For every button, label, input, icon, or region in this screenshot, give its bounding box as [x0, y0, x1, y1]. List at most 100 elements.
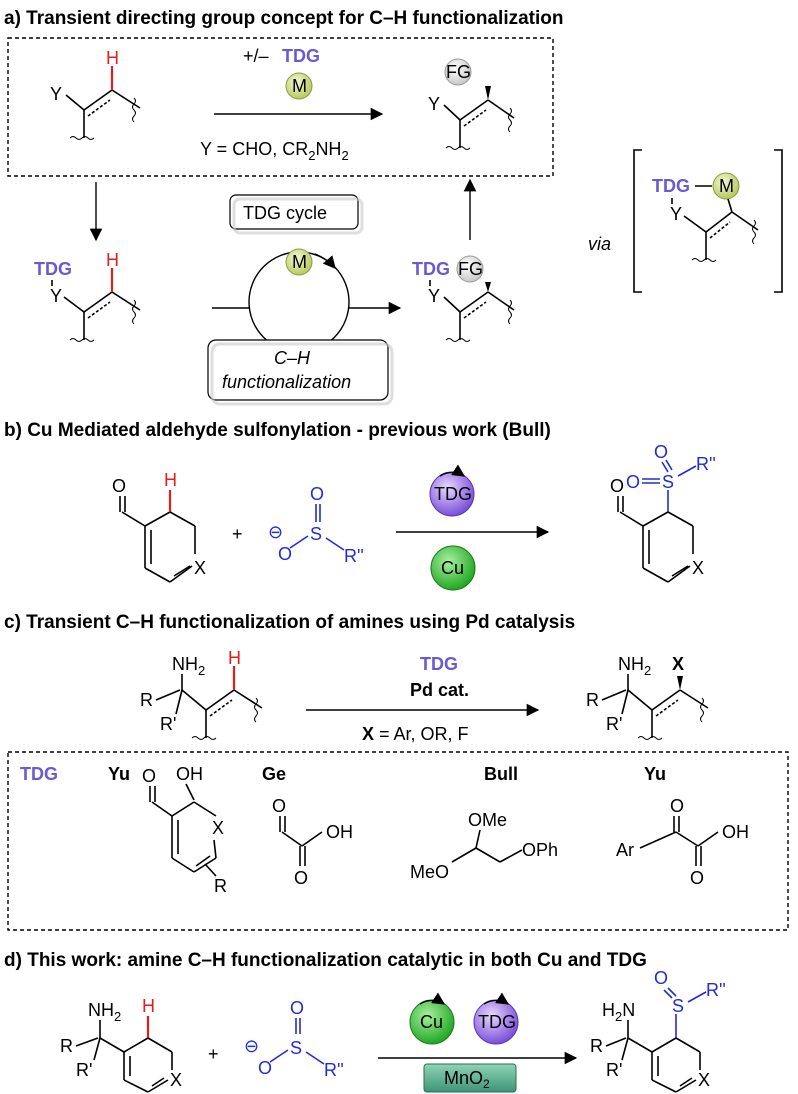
svg-text:O: O: [670, 796, 684, 816]
svg-text:R'': R'': [696, 454, 716, 474]
svg-text:C–H: C–H: [274, 348, 311, 368]
tdg-examples-box: [7, 751, 789, 931]
svg-text:R': R': [160, 714, 176, 734]
svg-text:OMe: OMe: [468, 810, 507, 830]
c-substrate: NH2 R R' H: [140, 648, 263, 740]
svg-text:R: R: [590, 1036, 603, 1056]
panel-a-dashed-box: [7, 37, 554, 177]
svg-text:S: S: [310, 524, 322, 544]
cycle-metal-ball-icon: [285, 248, 313, 276]
author-yu-2: Yu: [644, 764, 666, 784]
svg-text:H: H: [228, 648, 241, 668]
svg-text:H: H: [164, 470, 177, 490]
svg-text:X: X: [698, 1070, 710, 1090]
a-tdg-substrate: TDG Y H: [34, 250, 141, 342]
svg-text:O: O: [654, 442, 668, 462]
svg-text:R': R': [76, 1060, 92, 1080]
tdg-cycle-label: TDG cycle: [243, 203, 327, 223]
svg-text:H2N: H2N: [602, 1000, 635, 1024]
via-right-bracket: [774, 149, 783, 293]
svg-text:TDG: TDG: [282, 46, 320, 66]
d-sulfinate: O S O ⊖ R'': [244, 998, 344, 1080]
svg-text:X: X: [170, 1070, 182, 1090]
c-nh2: NH2: [172, 654, 205, 678]
svg-text:Ar: Ar: [616, 840, 634, 860]
svg-text:+: +: [232, 524, 243, 544]
svg-text:TDG: TDG: [412, 259, 450, 279]
tdg-salicylaldehyde: O OH X R: [142, 764, 227, 896]
via-left-bracket: [633, 149, 642, 293]
svg-text:TDG: TDG: [34, 259, 72, 279]
svg-text:Cu: Cu: [441, 558, 464, 578]
a-h-atom: H: [106, 48, 119, 68]
panel-b-header: b) Cu Mediated aldehyde sulfonylation - …: [4, 420, 551, 441]
a-substrate: Y H: [50, 48, 141, 140]
d-product: H2N R R' S O R'' X: [590, 968, 726, 1093]
c-x-definition: X = Ar, OR, F: [362, 724, 469, 744]
svg-text:R'': R'': [706, 980, 726, 1000]
svg-text:Y: Y: [428, 286, 440, 306]
svg-text:O: O: [278, 544, 292, 564]
svg-text:R: R: [60, 1036, 73, 1056]
svg-text:OPh: OPh: [522, 840, 558, 860]
tdg-glyoxylic-acid: O OH O: [272, 796, 353, 888]
svg-text:+/–: +/–: [243, 46, 269, 66]
svg-text:M: M: [292, 76, 307, 96]
svg-text:X: X: [212, 818, 224, 838]
svg-text:R': R': [606, 1060, 622, 1080]
svg-text:R: R: [586, 690, 599, 710]
d-amine-substrate: NH2 R R' H X: [60, 996, 182, 1093]
b-aldehyde: O H X: [112, 470, 206, 583]
svg-text:MnO2: MnO2: [444, 1068, 490, 1091]
svg-text:O: O: [654, 968, 668, 988]
svg-text:OH: OH: [722, 822, 749, 842]
svg-text:OH: OH: [326, 822, 353, 842]
svg-text:H: H: [142, 996, 155, 1016]
svg-text:Y: Y: [50, 286, 62, 306]
svg-text:Y: Y: [670, 204, 682, 224]
author-bull: Bull: [484, 764, 518, 784]
svg-text:O: O: [112, 476, 126, 496]
a-tdg-product: TDG FG Y: [412, 255, 515, 342]
panel-d-header: d) This work: amine C–H functionalizatio…: [4, 950, 647, 971]
svg-text:FG: FG: [446, 62, 471, 82]
svg-text:R'': R'': [344, 546, 364, 566]
svg-text:FG: FG: [458, 259, 483, 279]
svg-text:NH2: NH2: [88, 1000, 121, 1024]
ch-functionalization-box: [207, 339, 389, 401]
c-product: NH2 R R' X: [586, 654, 709, 740]
tdg-cycle-label-box: [229, 194, 359, 230]
svg-text:M: M: [719, 176, 734, 196]
svg-text:⊖: ⊖: [244, 1036, 259, 1056]
a-product: FG Y: [428, 58, 515, 150]
b-product: O O S O R'' X: [610, 442, 716, 583]
metal-ball-icon: [285, 72, 313, 100]
svg-text:X: X: [672, 654, 684, 674]
svg-text:TDG: TDG: [420, 654, 458, 674]
svg-text:H: H: [106, 250, 119, 270]
svg-text:O: O: [310, 484, 324, 504]
svg-text:S: S: [290, 1038, 302, 1058]
panel-a-header: a) Transient directing group concept for…: [4, 8, 563, 29]
svg-text:TDG: TDG: [434, 484, 472, 504]
svg-text:Cu: Cu: [420, 1012, 443, 1032]
b-sulfinate: O S O ⊖ R'': [268, 484, 364, 566]
author-ge: Ge: [262, 764, 286, 784]
svg-text:Y: Y: [428, 94, 440, 114]
svg-text:Y: Y: [50, 84, 62, 104]
svg-text:functionalization: functionalization: [222, 372, 351, 392]
svg-text:O: O: [142, 766, 156, 786]
svg-text:O: O: [294, 868, 308, 888]
svg-text:O: O: [626, 472, 640, 492]
svg-text:TDG: TDG: [478, 1012, 516, 1032]
svg-text:X: X: [692, 558, 704, 578]
svg-text:NH2: NH2: [618, 654, 651, 678]
mno2-oxidant-badge: [423, 1063, 517, 1093]
svg-text:R: R: [214, 876, 227, 896]
svg-text:M: M: [292, 252, 307, 272]
svg-text:R'': R'': [324, 1060, 344, 1080]
via-label: via: [588, 234, 611, 254]
svg-text:R: R: [140, 690, 153, 710]
svg-text:⊖: ⊖: [268, 522, 283, 542]
